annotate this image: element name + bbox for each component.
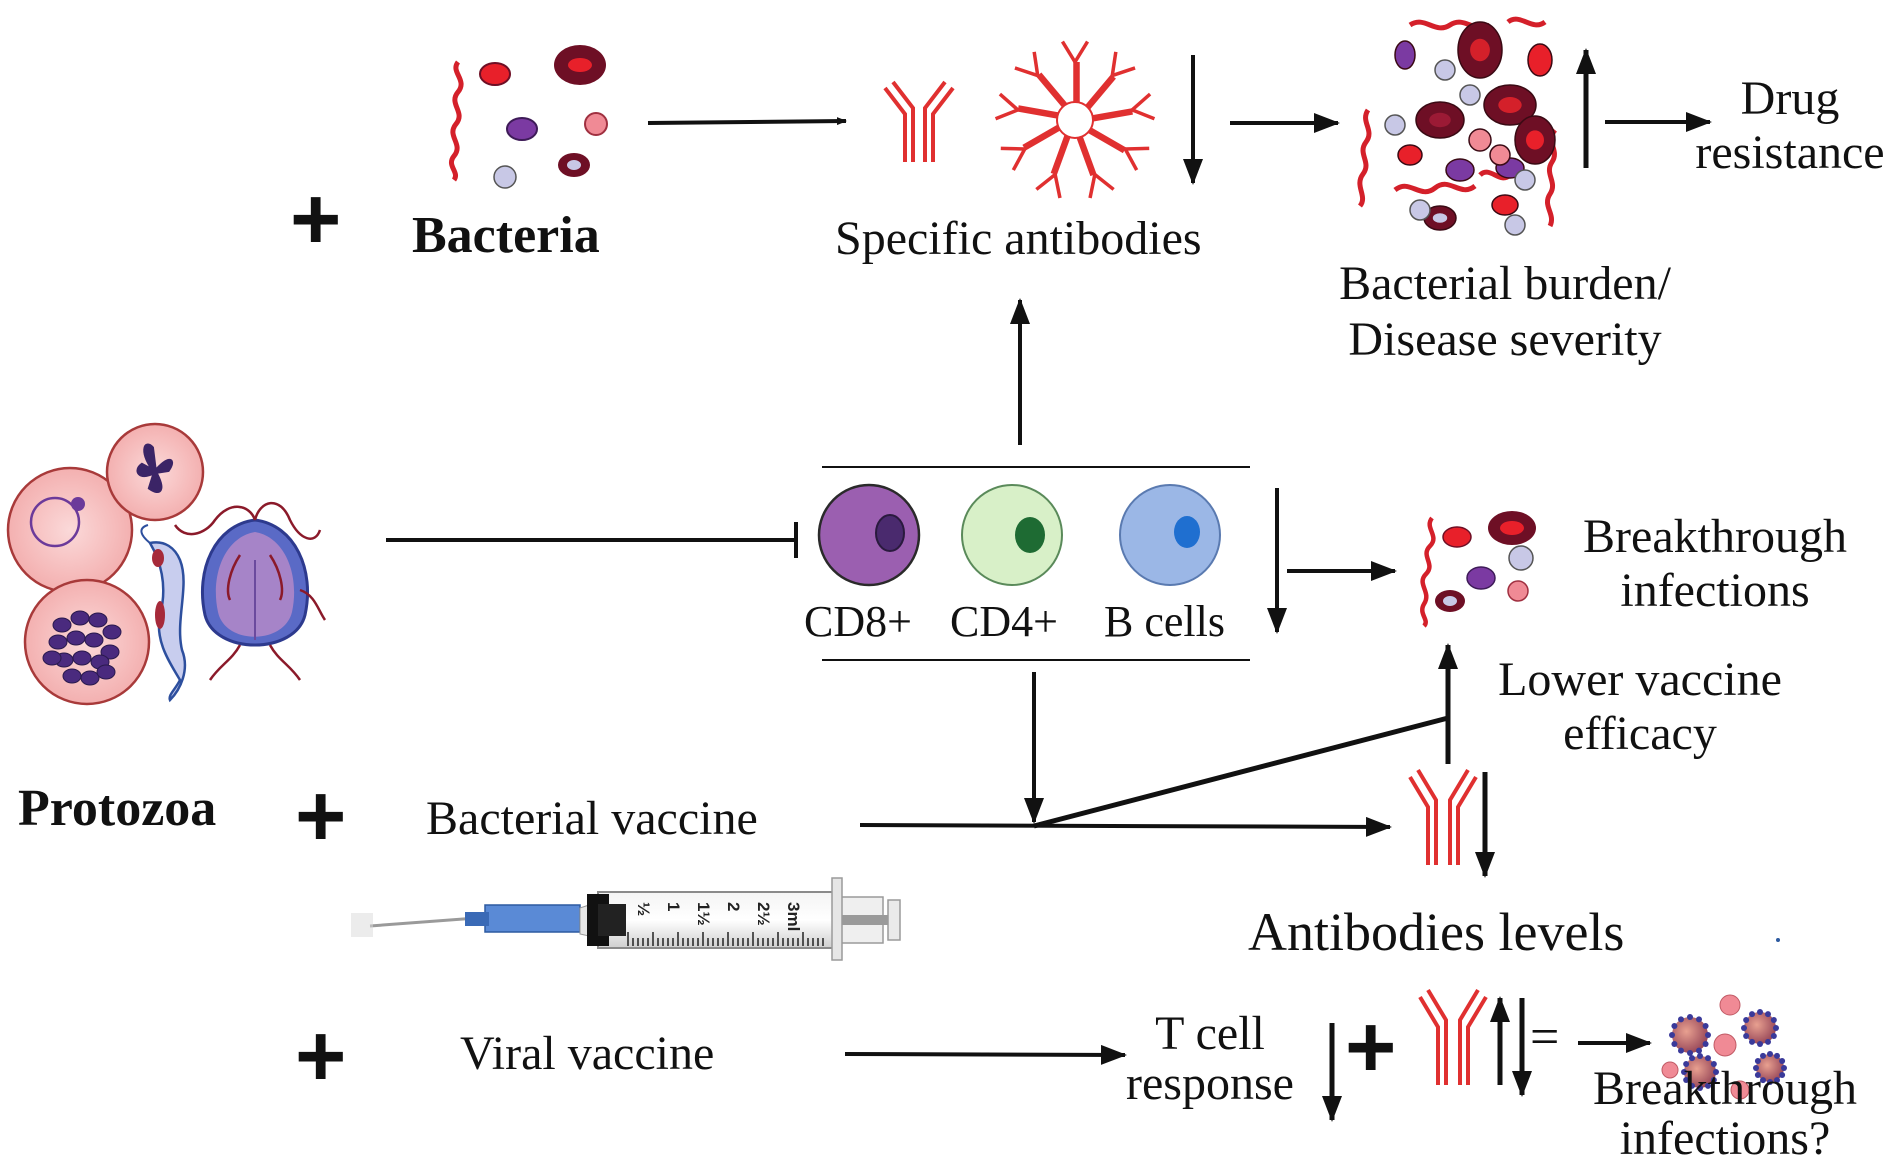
- bacterial-burden-line2: Disease severity: [1348, 313, 1662, 366]
- breakthrough-line1: Breakthrough: [1583, 510, 1847, 563]
- t-cell-response-label: T cell response: [1110, 1010, 1310, 1108]
- arrow-bacteria-to-antibodies: [647, 117, 847, 126]
- bacterial-burden-label: Bacterial burden/ Disease severity: [1300, 260, 1710, 364]
- svg-text:½: ½: [634, 902, 653, 916]
- bacterial-vaccine-label: Bacterial vaccine: [426, 792, 758, 845]
- viral-vaccine-label: Viral vaccine: [460, 1027, 715, 1080]
- plus-sign-t-cell: +: [1345, 997, 1397, 1096]
- vaccine-antibody-icon: [1408, 768, 1478, 865]
- lower-vaccine-efficacy-label: Lower vaccine efficacy: [1470, 656, 1810, 758]
- breakthrough-bacteria-icon: [1420, 511, 1536, 628]
- arrow-viral-vaccine: [844, 1044, 1127, 1065]
- cd8-cell-icon: [817, 483, 921, 587]
- cd8-label: CD8+: [804, 597, 912, 646]
- breakthrough-q-line1: Breakthrough: [1593, 1062, 1857, 1115]
- svg-text:2: 2: [724, 902, 743, 911]
- specific-antibodies-label: Specific antibodies: [835, 212, 1202, 265]
- svg-text:2½: 2½: [754, 902, 773, 926]
- b-cells-label: B cells: [1104, 597, 1225, 646]
- plus-sign-bacteria: +: [290, 169, 342, 268]
- breakthrough-line2: infections: [1620, 564, 1810, 617]
- virus-particles-icon: [1661, 994, 1787, 1100]
- line-to-lower-efficacy: [1033, 715, 1449, 829]
- breakthrough-infections-question-label: Breakthrough infections?: [1560, 1065, 1890, 1163]
- protozoa-cluster-icon: [6, 422, 327, 706]
- lower-vaccine-line2: efficacy: [1563, 707, 1717, 760]
- bacterial-burden-icon: [1357, 16, 1558, 236]
- equals-sign: =: [1530, 1009, 1560, 1066]
- protozoa-label: Protozoa: [18, 780, 217, 837]
- drug-resistance-line1: Drug: [1740, 72, 1840, 125]
- drug-resistance-line2: resistance: [1695, 126, 1885, 179]
- stray-dot: [1776, 938, 1780, 942]
- breakthrough-q-line2: infections?: [1619, 1112, 1831, 1165]
- b-cell-icon: [1119, 484, 1221, 586]
- bacteria-label: Bacteria: [412, 207, 600, 264]
- breakthrough-infections-label: Breakthrough infections: [1555, 513, 1875, 615]
- viral-antibody-icon: [1418, 988, 1488, 1085]
- t-cell-line1: T cell: [1155, 1007, 1265, 1060]
- arrow-bacterial-vaccine: [859, 816, 1392, 837]
- bacteria-cluster-icon: [448, 45, 608, 189]
- plus-sign-viral-vaccine: +: [295, 1006, 347, 1105]
- antibody-cluster-icon: [994, 40, 1156, 199]
- antibodies-levels-label: Antibodies levels: [1248, 902, 1625, 962]
- bacterial-burden-line1: Bacterial burden/: [1339, 257, 1671, 310]
- cd4-cell-icon: [961, 484, 1063, 586]
- cd4-label: CD4+: [950, 597, 1058, 646]
- plus-sign-bacterial-vaccine: +: [295, 766, 347, 865]
- svg-text:3ml: 3ml: [784, 902, 803, 931]
- t-cell-line2: response: [1126, 1057, 1294, 1110]
- syringe-icon: ½ 1 1½ 2 2½ 3ml: [351, 877, 901, 961]
- antibody-icon: [883, 80, 955, 162]
- drug-resistance-label: Drug resistance: [1680, 75, 1900, 177]
- svg-text:1½: 1½: [694, 902, 713, 926]
- lower-vaccine-line1: Lower vaccine: [1498, 653, 1782, 706]
- svg-text:1: 1: [664, 902, 683, 911]
